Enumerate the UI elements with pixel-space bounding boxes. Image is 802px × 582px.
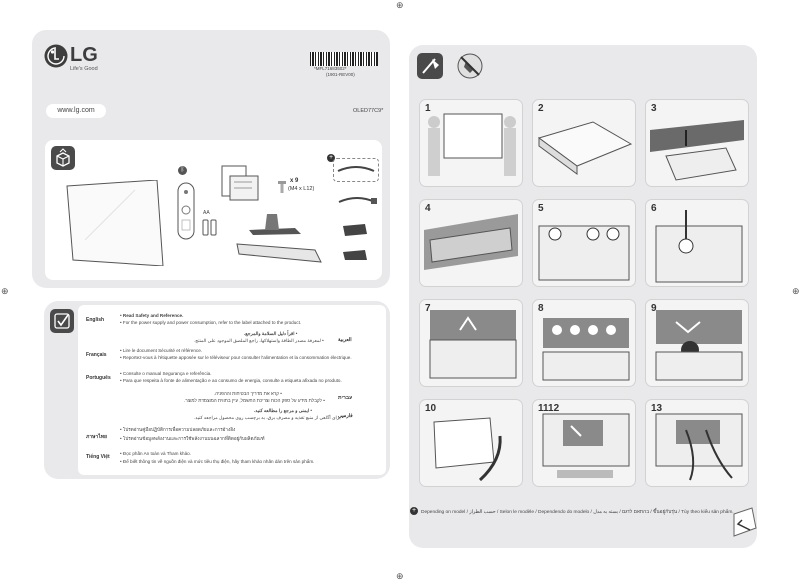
arabic-line-1: • اقرأ دليل السلامة والمرجع. bbox=[244, 331, 298, 336]
checkmark-icon bbox=[50, 309, 74, 333]
barcode-number: *MFL71683502* bbox=[314, 66, 347, 71]
cover-piece-icon bbox=[341, 222, 369, 243]
step-13: 13 bbox=[645, 399, 749, 487]
lang-farsi: فارسی bbox=[338, 413, 353, 419]
step-number: 10 bbox=[425, 403, 437, 414]
portugues-line-2: • Para que respeita à fonte de alimentaç… bbox=[120, 378, 342, 383]
bluetooth-icon: ᛒ bbox=[178, 166, 187, 175]
vietnamese-line-1: • Đọc phần An toàn và Tham khảo. bbox=[120, 451, 191, 456]
step-number: 9 bbox=[651, 303, 657, 314]
stand-body-icon bbox=[245, 208, 305, 241]
lang-arabic: العربية bbox=[338, 337, 352, 343]
registration-mark-top: ⊕ bbox=[396, 0, 404, 10]
step-7: 7 bbox=[419, 299, 523, 387]
step-8: 8 bbox=[532, 299, 636, 387]
batteries-label: AA bbox=[203, 210, 210, 216]
vietnamese-line-2: • Để biết thông tin về nguồn điện và mức… bbox=[120, 459, 315, 464]
farsi-line-2: • برای آگاهی از منبع تغذیه و مصرف برق، ب… bbox=[194, 415, 344, 420]
screw-icon bbox=[277, 180, 287, 199]
english-line-1: • Read Safety and Reference. bbox=[120, 313, 184, 318]
box-icon bbox=[51, 146, 75, 170]
parts-box: ᛒ AA x 9 (M4 x L12) + bbox=[45, 140, 382, 280]
website-pill[interactable]: www.lg.com bbox=[46, 104, 106, 118]
optional-cable-box bbox=[333, 158, 379, 182]
tv-panel-illustration bbox=[65, 179, 165, 271]
step-6: 6 bbox=[645, 199, 749, 287]
step-number: 7 bbox=[425, 303, 431, 314]
step-number: 3 bbox=[651, 103, 657, 114]
stand-base-icon bbox=[235, 240, 325, 271]
english-line-2: • For the power supply and power consump… bbox=[120, 320, 302, 325]
step-number: 5 bbox=[538, 203, 544, 214]
screw-count: x 9 bbox=[290, 178, 299, 184]
thai-line-1: • โปรดอ่านคู่มือปฏิบัติการเพื่อความปลอดภ… bbox=[120, 427, 236, 432]
step-number: 8 bbox=[538, 303, 544, 314]
manuals-icon bbox=[220, 164, 262, 209]
step-number: 1112 bbox=[538, 403, 559, 414]
cover-piece-2-icon bbox=[341, 248, 369, 267]
lg-logo bbox=[44, 44, 68, 73]
portugues-line-1: • Consulte o manual Segurança e referênc… bbox=[120, 371, 212, 376]
step-9: 9 bbox=[645, 299, 749, 387]
safety-panel: English • Read Safety and Reference. • F… bbox=[44, 301, 390, 479]
barcode bbox=[310, 52, 378, 66]
step-5: 5 bbox=[532, 199, 636, 287]
step-11-12: 1112 bbox=[532, 399, 636, 487]
registration-mark-right: ⊕ bbox=[792, 286, 800, 296]
step-number: 2 bbox=[538, 103, 544, 114]
registration-mark-left: ⊕ bbox=[1, 286, 9, 296]
step-number: 1 bbox=[425, 103, 431, 114]
power-cable-icon bbox=[335, 190, 379, 215]
footer-plus-icon: + bbox=[410, 507, 418, 515]
brand-name: LG bbox=[70, 44, 98, 66]
arabic-line-2: • لمعرفة مصدر الطاقة واستهلاكها، راجع ال… bbox=[194, 338, 324, 343]
step-number: 4 bbox=[425, 203, 431, 214]
lang-hebrew: עברית bbox=[338, 395, 353, 401]
no-liquid-icon bbox=[457, 53, 483, 84]
model-number: OLED77C9* bbox=[353, 108, 384, 114]
step-number: 6 bbox=[651, 203, 657, 214]
optional-plus-icon: + bbox=[327, 154, 335, 162]
footer-note: Depending on model / حسب الطراز / Selon … bbox=[421, 510, 734, 515]
step-1: 1 bbox=[419, 99, 523, 187]
lang-english: English bbox=[86, 317, 105, 323]
farsi-line-1: • ایمنی و مرجع را مطالعه کنید. bbox=[254, 408, 313, 413]
left-top-panel: LG Life's Good *MFL71683502* (1901-REV00… bbox=[32, 30, 390, 288]
screw-size: (M4 x L12) bbox=[288, 186, 315, 192]
step-4: 4 bbox=[419, 199, 523, 287]
brand-tagline: Life's Good bbox=[70, 66, 98, 72]
step-number-11: 11 bbox=[538, 403, 549, 414]
francais-line-2: • Reportez-vous à l'étiquette apposée su… bbox=[120, 355, 352, 360]
registration-mark-bottom: ⊕ bbox=[396, 571, 404, 581]
batteries-icon bbox=[201, 218, 219, 241]
step-number: 13 bbox=[651, 403, 663, 414]
lang-francais: Français bbox=[86, 352, 107, 358]
lang-vietnamese: Tiếng Việt bbox=[86, 454, 110, 460]
step-number-12: 12 bbox=[548, 403, 560, 414]
thai-line-2: • โปรดอ่านข้อมูลพลังงานและการใช้พลังงานบ… bbox=[120, 436, 265, 441]
hebrew-line-1: • קרא את מדריך הבטיחות וההפניה. bbox=[214, 391, 282, 396]
barcode-subtext: (1901-REV00) bbox=[326, 72, 355, 77]
francais-line-1: • Lire le document Sécurité et référence… bbox=[120, 348, 203, 353]
safety-content bbox=[78, 305, 386, 475]
step-10: 10 bbox=[419, 399, 523, 487]
page-turn-icon[interactable] bbox=[732, 506, 758, 543]
lang-portugues: Português bbox=[86, 375, 111, 381]
step-3: 3 bbox=[645, 99, 749, 187]
cleaning-icon bbox=[417, 53, 443, 79]
remote-icon bbox=[175, 182, 197, 245]
lang-thai: ภาษาไทย bbox=[86, 434, 107, 440]
hebrew-line-2: • לקבלת מידע על ספק הכוח וצריכת החשמל, ע… bbox=[184, 398, 325, 403]
step-2: 2 bbox=[532, 99, 636, 187]
lg-logo-icon bbox=[44, 44, 68, 68]
